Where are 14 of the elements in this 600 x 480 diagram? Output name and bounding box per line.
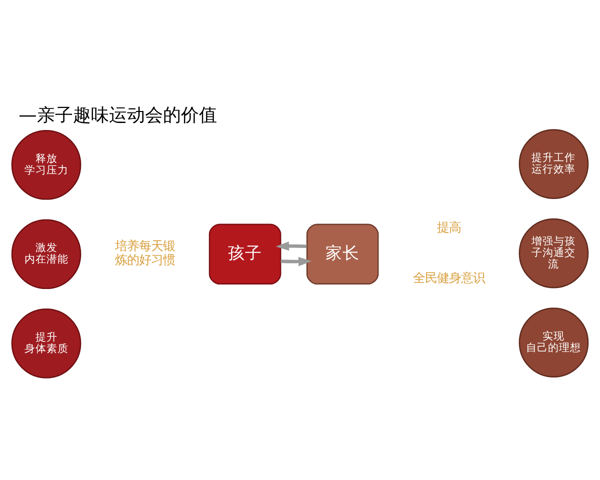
diagram-title: —亲子趣味运动会的价值 bbox=[18, 104, 217, 126]
label: 提高 bbox=[436, 218, 461, 234]
node-circle: 提升 身体素质 bbox=[11, 308, 82, 378]
node-box: 家长 bbox=[306, 223, 379, 284]
node-circle: 释放 学习压力 bbox=[11, 129, 82, 200]
label: 培养每天锻炼的好习惯 bbox=[115, 238, 176, 267]
arrow bbox=[280, 256, 312, 266]
node-box: 孩子 bbox=[208, 223, 282, 284]
node-circle: 增强与孩子沟通交流 bbox=[518, 218, 589, 288]
node-circle: 实现 自己的理想 bbox=[518, 307, 589, 377]
node-circle: 提升工作运行效率 bbox=[518, 128, 589, 198]
label: 全民健身意识 bbox=[412, 269, 485, 284]
arrow bbox=[276, 240, 307, 250]
node-circle: 激发 内在潜能 bbox=[11, 218, 82, 289]
